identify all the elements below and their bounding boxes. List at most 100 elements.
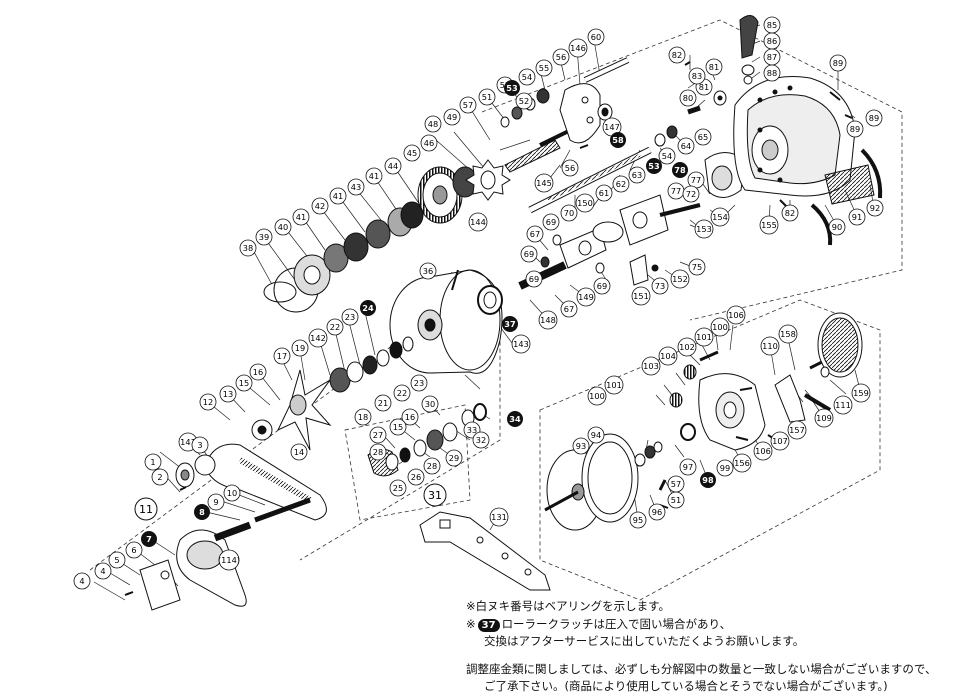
callout-77a: 77 <box>687 171 705 189</box>
part-number: 61 <box>599 188 609 198</box>
part-badge-37: 37 <box>477 618 500 632</box>
part-number: 21 <box>378 398 388 408</box>
part-number: 155 <box>761 220 777 230</box>
part-number: 149 <box>578 292 594 302</box>
callout-70: 70 <box>560 204 578 222</box>
part-number: 26 <box>411 472 421 482</box>
part-number: 28 <box>427 461 437 471</box>
part-number: 88 <box>767 68 777 78</box>
callout-81b: 81 <box>705 58 723 76</box>
part-number: 81 <box>699 82 709 92</box>
callout-102: 102 <box>677 337 697 357</box>
part-number: 42 <box>315 201 325 211</box>
part-number: 101 <box>606 380 622 390</box>
callout-153: 153 <box>694 219 714 239</box>
note-text: ローラークラッチは圧入で固い場合があり、 <box>501 616 732 631</box>
part-number: 131 <box>491 512 507 522</box>
callout-100a: 100 <box>710 317 730 337</box>
callout-58: 58 <box>610 132 626 148</box>
part-number: 14 <box>294 447 304 457</box>
callout-42: 42 <box>311 197 329 215</box>
callout-12: 12 <box>199 393 217 411</box>
part-number: 41 <box>333 191 343 201</box>
callout-99: 99 <box>716 459 734 477</box>
callout-101b: 101 <box>604 375 624 395</box>
part-number: 23 <box>414 378 424 388</box>
part-number: 89 <box>850 124 860 134</box>
callout-69c: 69 <box>520 245 538 263</box>
part-number: 100 <box>589 391 605 401</box>
part-number: 89 <box>869 113 879 123</box>
callout-63: 63 <box>628 166 646 184</box>
callout-22b: 22 <box>393 384 411 402</box>
callout-106b: 106 <box>726 305 746 325</box>
callout-22a: 22 <box>326 318 344 336</box>
part-number: 19 <box>295 343 305 353</box>
part-number: 90 <box>832 222 842 232</box>
part-number: 51 <box>482 92 492 102</box>
part-number: 12 <box>203 397 213 407</box>
part-number: 96 <box>652 507 662 517</box>
callout-85: 85 <box>763 16 781 34</box>
callout-91: 91 <box>848 208 866 226</box>
part-number: 86 <box>767 36 777 46</box>
callout-52b: 52 <box>515 92 533 110</box>
part-number: 5 <box>114 555 119 565</box>
callout-39: 39 <box>255 228 273 246</box>
callout-16: 16 <box>249 363 267 381</box>
part-number: 141 <box>180 437 196 447</box>
part-number: 106 <box>728 310 744 320</box>
callout-15: 15 <box>235 374 253 392</box>
callout-92: 92 <box>866 199 884 217</box>
callout-106a: 106 <box>753 441 773 461</box>
callout-73: 73 <box>651 277 669 295</box>
part-number: 95 <box>633 515 643 525</box>
callout-55: 55 <box>535 59 553 77</box>
callout-13: 13 <box>219 385 237 403</box>
handle-knob <box>176 521 252 607</box>
part-number: (114) <box>218 555 240 565</box>
callout-4b: 4 <box>73 572 91 590</box>
part-number: 142 <box>310 333 326 343</box>
part-number: 77 <box>691 175 701 185</box>
callout-23a: 23 <box>341 308 359 326</box>
part-number: 67 <box>530 229 540 239</box>
callout-21: 21 <box>374 394 392 412</box>
part-number: 102 <box>679 342 695 352</box>
callout-28a: 28 <box>369 443 387 461</box>
callout-8: 8 <box>194 504 210 520</box>
callout-41b: 41 <box>329 187 347 205</box>
callout-41a: 41 <box>292 208 310 226</box>
callout-57b: 57 <box>667 475 685 493</box>
part-number: 57 <box>671 479 681 489</box>
part-number: 78 <box>674 165 686 175</box>
callout-151: 151 <box>631 286 651 306</box>
callout-83: 83 <box>688 67 706 85</box>
part-number: 1 <box>150 457 155 467</box>
spacer <box>466 651 954 661</box>
reel-parts <box>124 15 883 611</box>
drag-lever <box>739 15 759 59</box>
callout-6: 6 <box>125 541 143 559</box>
callout-142: 142 <box>308 328 328 348</box>
part-number: 111 <box>835 400 851 410</box>
part-number: 81 <box>709 62 719 72</box>
part-number: 33 <box>467 425 477 435</box>
callout-98: 98 <box>700 472 716 488</box>
callout-114: (114) <box>218 549 240 571</box>
part-number: 109 <box>816 413 832 423</box>
part-number: 15 <box>393 422 403 432</box>
callout-46: 46 <box>420 134 438 152</box>
callout-72: 72 <box>682 185 700 203</box>
callout-54a: 54 <box>518 68 536 86</box>
part-number: 69 <box>546 217 556 227</box>
callout-34: 34 <box>507 411 523 427</box>
callout-101a: 101 <box>694 327 714 347</box>
part-number: 39 <box>259 232 269 242</box>
callouts: 1 2 141 3 12 13 15 16 17 19 142 22 23 24… <box>73 16 884 590</box>
part-number: 17 <box>277 351 287 361</box>
callout-9: 9 <box>207 493 225 511</box>
callout-45: 45 <box>403 144 421 162</box>
part-number: 93 <box>576 441 586 451</box>
